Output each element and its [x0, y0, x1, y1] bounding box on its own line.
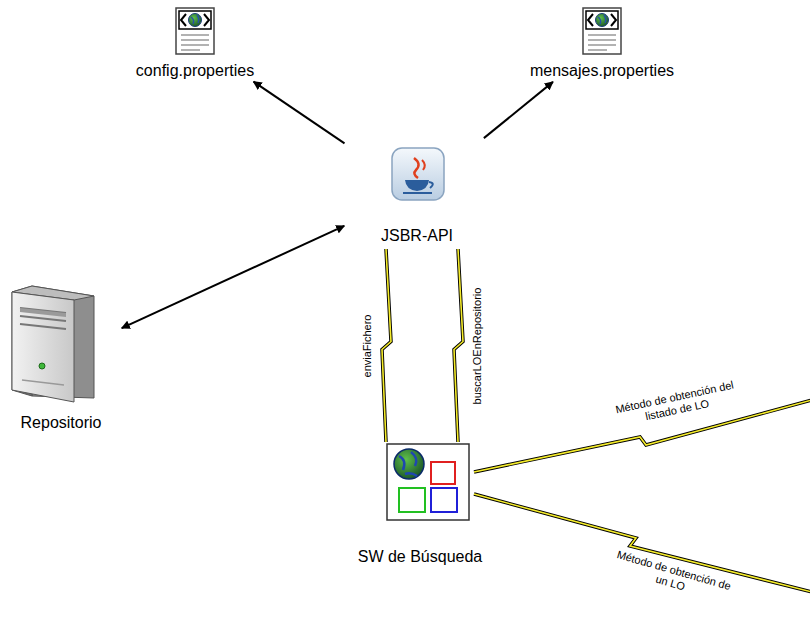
web-service-icon	[387, 444, 469, 520]
lightning-outline	[454, 249, 463, 442]
icon-node: config.properties	[100, 4, 290, 80]
link-label: Método de obtención del listado de LO	[611, 378, 742, 430]
java-icon	[392, 148, 444, 200]
lightning-connector	[382, 249, 391, 442]
arrow-connector	[254, 82, 345, 144]
icon-node: JSBR-API	[347, 140, 487, 245]
icon-node: SW de Búsqueda	[340, 440, 500, 566]
arrow-line	[122, 226, 345, 328]
properties-file-icon	[176, 8, 214, 54]
node-label: mensajes.properties	[528, 62, 676, 80]
node-label: SW de Búsqueda	[356, 548, 485, 566]
arrow-connector	[484, 82, 553, 138]
node-label: JSBR-API	[379, 227, 455, 245]
arrow-line	[254, 82, 345, 144]
arrow-connector	[122, 226, 345, 328]
lightning-connector	[454, 249, 463, 442]
arrow-line	[484, 82, 553, 138]
icon-node: Repositorio	[3, 280, 119, 432]
lightning-outline	[382, 249, 391, 442]
node-label: config.properties	[134, 62, 256, 80]
lightning-core	[382, 249, 391, 442]
icon-node: mensajes.properties	[507, 4, 697, 80]
node-label: Repositorio	[19, 414, 104, 432]
properties-file-icon	[583, 8, 621, 54]
server-icon	[12, 286, 94, 402]
edge-label: buscarLOEnRepositorio	[471, 287, 484, 404]
lightning-core	[454, 249, 463, 442]
edge-label: enviaFichero	[361, 314, 374, 377]
